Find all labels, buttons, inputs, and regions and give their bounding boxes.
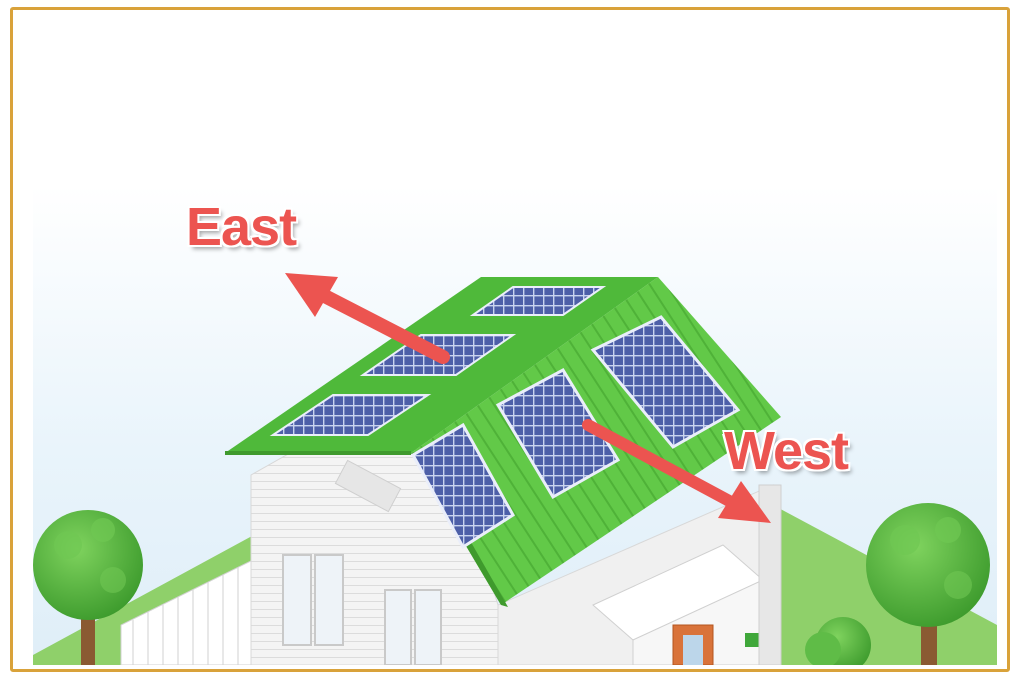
chimney: [758, 484, 782, 665]
porch-front: [632, 579, 764, 665]
arrow-down-right-icon: [582, 419, 771, 523]
arrow-up-left-icon: [285, 273, 450, 364]
tree-right: [866, 503, 990, 665]
tree-left: [33, 510, 143, 665]
window-left: [282, 554, 344, 646]
door-glass: [683, 635, 703, 665]
solar-house-illustration: [33, 185, 997, 665]
bush: [805, 617, 871, 665]
east-label: East: [186, 197, 297, 257]
window-middle: [384, 589, 442, 665]
wall-sign: [745, 633, 759, 647]
west-panels: [410, 315, 741, 550]
west-label: West: [724, 421, 849, 481]
attic-vent: [334, 459, 402, 513]
